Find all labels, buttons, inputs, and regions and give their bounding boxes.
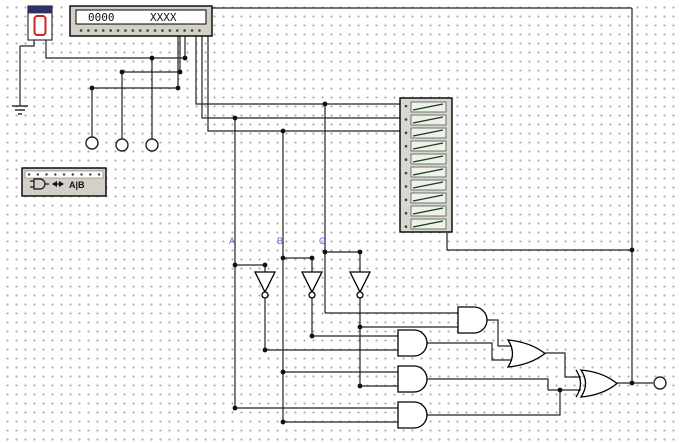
input-terminal-2[interactable] <box>115 138 129 152</box>
wire[interactable] <box>427 390 561 416</box>
junction-dot <box>309 333 315 339</box>
word-generator-value-left: 0000 <box>88 11 115 24</box>
junction-dot <box>309 255 315 261</box>
seven-segment-display[interactable] <box>27 5 53 41</box>
dip-switch-cell[interactable] <box>410 218 447 230</box>
dip-switch-cells <box>410 101 447 230</box>
wire[interactable] <box>545 352 581 378</box>
junction-dot <box>262 347 268 353</box>
junction-dot <box>557 387 563 393</box>
and-gate-3[interactable] <box>397 401 428 429</box>
junction-dot <box>357 324 363 330</box>
junction-dot <box>357 383 363 389</box>
and-gate-2[interactable] <box>397 365 428 393</box>
not-gate-1[interactable] <box>253 271 277 299</box>
net-label-a[interactable]: A <box>229 236 235 246</box>
dip-switch-pack[interactable] <box>399 97 453 233</box>
word-generator-screen <box>75 9 207 25</box>
junction-dot <box>322 101 328 107</box>
junction-dot <box>149 55 155 61</box>
output-terminal[interactable] <box>653 376 667 390</box>
net-label-c[interactable]: C <box>319 236 326 246</box>
inverter-bubble <box>308 291 316 299</box>
bidirectional-arrow-icon <box>52 181 64 187</box>
not-gate-2[interactable] <box>300 271 324 299</box>
dip-switch-cell[interactable] <box>410 101 447 113</box>
wire[interactable] <box>359 298 398 387</box>
wires <box>19 7 653 423</box>
not-gates <box>253 271 372 299</box>
dip-switch-cell[interactable] <box>410 205 447 217</box>
junction-dot <box>232 262 238 268</box>
seven-segment-digit <box>33 15 47 36</box>
seven-segment-header <box>27 5 53 14</box>
or-gate[interactable] <box>506 339 547 368</box>
dip-switch-cell[interactable] <box>410 127 447 139</box>
junction-dot <box>357 249 363 255</box>
wire[interactable] <box>20 40 35 47</box>
wire[interactable] <box>235 264 266 272</box>
wire[interactable] <box>427 378 549 390</box>
dip-switch-cell[interactable] <box>410 153 447 165</box>
junction-dot <box>232 115 238 121</box>
junction-dot <box>262 262 268 268</box>
junction-dot <box>175 85 181 91</box>
not-gate-3[interactable] <box>348 271 372 299</box>
junction-dot <box>280 419 286 425</box>
inverter-bubble <box>356 291 364 299</box>
junction-dots <box>89 55 635 425</box>
ground-symbol[interactable] <box>12 105 28 115</box>
xor-gate[interactable] <box>579 369 619 398</box>
wire[interactable] <box>195 36 402 105</box>
wire[interactable] <box>201 36 402 119</box>
and-gate-1[interactable] <box>397 329 428 357</box>
and-gates <box>397 306 488 429</box>
junction-dot <box>280 255 286 261</box>
gate-icon <box>30 178 49 190</box>
word-generator-value-right: XXXX <box>150 11 177 24</box>
input-terminal-3[interactable] <box>145 138 159 152</box>
wire[interactable] <box>283 257 313 272</box>
junction-dot <box>629 380 635 386</box>
dip-switch-cell[interactable] <box>410 166 447 178</box>
logic-converter[interactable]: A|B <box>21 167 107 197</box>
logic-converter-label: A|B <box>69 180 85 190</box>
junction-dot <box>280 128 286 134</box>
wire[interactable] <box>446 233 632 251</box>
junction-dot <box>232 405 238 411</box>
wire[interactable] <box>487 319 512 347</box>
wire[interactable] <box>207 36 402 132</box>
wire[interactable] <box>264 298 398 351</box>
dip-switch-cell[interactable] <box>410 114 447 126</box>
junction-dot <box>119 69 125 75</box>
junction-dot <box>177 69 183 75</box>
and-gate-4[interactable] <box>457 306 488 334</box>
dip-switch-cell[interactable] <box>410 179 447 191</box>
net-label-b[interactable]: B <box>277 236 283 246</box>
junction-dot <box>280 369 286 375</box>
junction-dot <box>89 85 95 91</box>
wire[interactable] <box>325 251 361 272</box>
wire[interactable] <box>427 342 512 361</box>
dip-switch-cell[interactable] <box>410 140 447 152</box>
junction-dot <box>629 247 635 253</box>
junction-dot <box>322 249 328 255</box>
or-gates <box>506 339 619 398</box>
input-terminal-1[interactable] <box>85 136 99 150</box>
xor-gate-input-arc <box>575 369 582 398</box>
junction-dot <box>182 55 188 61</box>
wire[interactable] <box>45 40 185 59</box>
dip-switch-cell[interactable] <box>410 192 447 204</box>
word-generator[interactable]: 0000 XXXX <box>69 5 213 37</box>
input-terminals <box>85 136 159 152</box>
inverter-bubble <box>261 291 269 299</box>
